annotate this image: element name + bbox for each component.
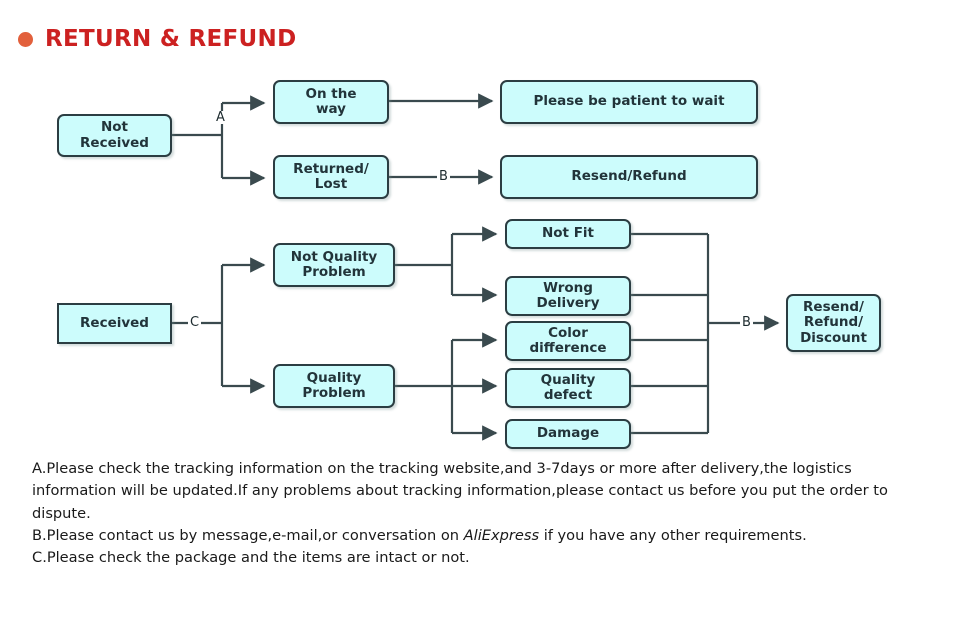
note-b-part2: if you have any other requirements. xyxy=(539,526,807,544)
node-returned-lost-label: Returned/ Lost xyxy=(293,160,369,192)
node-not-quality-problem[interactable]: Not Quality Problem xyxy=(273,243,395,287)
node-returned-lost[interactable]: Returned/ Lost xyxy=(273,155,389,199)
bullet-icon xyxy=(18,31,33,47)
node-color-difference-label: Color difference xyxy=(529,324,607,356)
node-quality-problem-label: Quality Problem xyxy=(302,369,366,401)
node-resend-refund-discount-label: Resend/ Refund/ Discount xyxy=(800,299,867,346)
node-quality-problem[interactable]: Quality Problem xyxy=(273,364,395,408)
edge-label-a: A xyxy=(214,110,227,125)
edge-label-b-top: B xyxy=(437,169,450,184)
node-not-received[interactable]: Not Received xyxy=(57,114,172,157)
node-damage-label: Damage xyxy=(536,425,600,442)
node-wrong-delivery-label: Wrong Delivery xyxy=(536,279,600,311)
node-please-be-patient-to-wait[interactable]: Please be patient to wait xyxy=(500,80,758,124)
note-c: C.Please check the package and the items… xyxy=(32,549,470,567)
flowchart: Not Received On the way Returned/ Lost P… xyxy=(57,80,881,449)
node-resend-refund-label: Resend/Refund xyxy=(571,168,687,185)
node-color-difference[interactable]: Color difference xyxy=(505,321,631,361)
edge-label-c: C xyxy=(188,315,202,330)
page-title-text: RETURN & REFUND xyxy=(45,26,297,52)
node-damage[interactable]: Damage xyxy=(505,419,631,449)
edge-label-b-bottom: B xyxy=(740,315,753,330)
notes-block: A.Please check the tracking information … xyxy=(32,458,940,570)
connector-lines xyxy=(172,93,780,441)
node-not-received-label: Not Received xyxy=(80,119,149,151)
node-on-the-way-label: On the way xyxy=(305,85,357,117)
page-title: RETURN & REFUND xyxy=(18,26,296,52)
node-quality-defect-label: Quality defect xyxy=(540,371,596,403)
node-received[interactable]: Received xyxy=(57,303,172,344)
node-quality-defect[interactable]: Quality defect xyxy=(505,368,631,408)
note-b-brand: AliExpress xyxy=(463,526,540,544)
node-on-the-way[interactable]: On the way xyxy=(273,80,389,124)
node-resend-refund-discount[interactable]: Resend/ Refund/ Discount xyxy=(786,294,881,352)
note-b-part1: B.Please contact us by message,e-mail,or… xyxy=(32,526,464,544)
note-a: A.Please check the tracking information … xyxy=(32,460,888,522)
node-received-label: Received xyxy=(80,314,149,331)
node-not-fit-label: Not Fit xyxy=(541,225,595,242)
node-not-quality-problem-label: Not Quality Problem xyxy=(290,248,378,280)
node-resend-refund[interactable]: Resend/Refund xyxy=(500,155,758,199)
node-wrong-delivery[interactable]: Wrong Delivery xyxy=(505,276,631,316)
note-b: B.Please contact us by message,e-mail,or… xyxy=(32,525,940,547)
node-not-fit[interactable]: Not Fit xyxy=(505,219,631,249)
node-please-be-patient-to-wait-label: Please be patient to wait xyxy=(533,93,725,110)
